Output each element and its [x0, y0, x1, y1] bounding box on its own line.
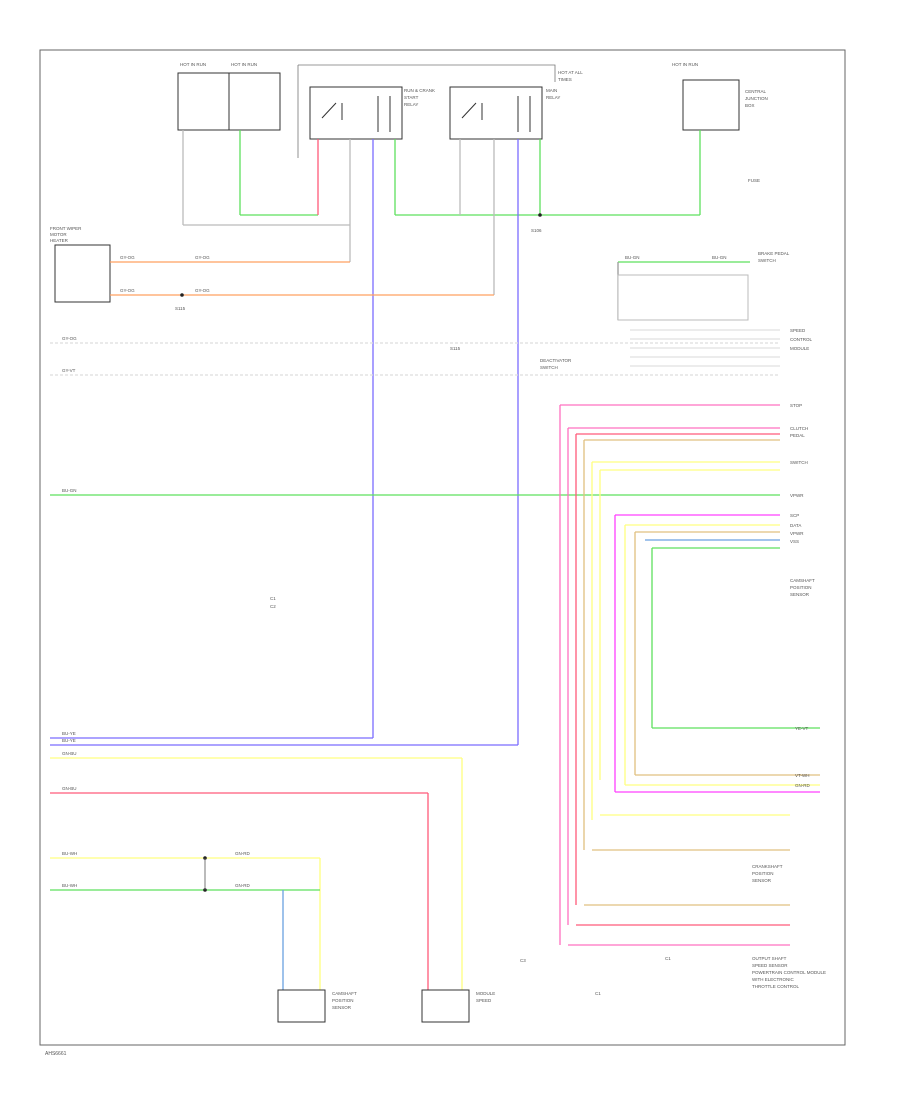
- label: GN-BU: [62, 786, 77, 791]
- label: C1: [595, 991, 601, 996]
- central-junction-box: [682, 79, 740, 131]
- label: SPEED: [476, 998, 492, 1003]
- label: POSITION: [752, 871, 774, 876]
- label: POWERTRAIN CONTROL MODULE: [752, 970, 826, 975]
- label: MAIN: [546, 88, 557, 93]
- label: C2: [270, 604, 276, 609]
- label: HOT IN RUN: [180, 62, 206, 67]
- label: S115: [450, 346, 461, 351]
- label: VPWR: [790, 493, 804, 498]
- crankshaft-sensor-box: [277, 989, 326, 1023]
- label: YE-VT: [795, 726, 809, 731]
- label: GY-OG: [120, 288, 135, 293]
- label: MODULE: [476, 991, 495, 996]
- label: SWITCH: [758, 258, 776, 263]
- label: VT-WH: [795, 773, 810, 778]
- label: PEDAL: [790, 433, 805, 438]
- label: HOT AT ALL: [558, 70, 583, 75]
- enclosure-outline: [297, 64, 556, 158]
- label: POSITION: [790, 585, 812, 590]
- camshaft-sensor-box: [421, 989, 470, 1023]
- label: SWITCH: [540, 365, 558, 370]
- label: BOX: [745, 103, 755, 108]
- label: S106: [531, 228, 542, 233]
- label: POSITION: [332, 998, 354, 1003]
- label: CENTRAL: [745, 89, 767, 94]
- label: C1: [270, 596, 276, 601]
- label: BU-GN: [625, 255, 640, 260]
- label: SPEED: [790, 328, 806, 333]
- splice-dot: [180, 293, 184, 297]
- label: GY-OG: [195, 288, 210, 293]
- label: BRAKE PEDAL: [758, 251, 790, 256]
- label: GN-RD: [235, 851, 250, 856]
- label: GY-OG: [62, 336, 77, 341]
- label: BU-WH: [62, 883, 77, 888]
- label: GN-RD: [795, 783, 810, 788]
- label: SCP: [790, 513, 799, 518]
- footer-ref: AHS6661: [45, 1051, 67, 1057]
- label: SENSOR: [790, 592, 810, 597]
- label: SPEED SENSOR: [752, 963, 788, 968]
- label: BU-YE: [62, 738, 76, 743]
- brake-pedal-switch-box: [617, 274, 749, 321]
- label: C3: [520, 958, 526, 963]
- label: CAMSHAFT: [332, 991, 357, 996]
- label: HOT IN RUN: [231, 62, 257, 67]
- label: WITH ELECTRONIC: [752, 977, 795, 982]
- label: RELAY: [546, 95, 560, 100]
- splice-dot: [538, 213, 542, 217]
- label: GY-OG: [120, 255, 135, 260]
- label: BU-GN: [62, 488, 77, 493]
- label: SWITCH: [790, 460, 808, 465]
- label: HOT IN RUN: [672, 62, 698, 67]
- label: MOTOR: [50, 232, 67, 237]
- label: GY-OG: [195, 255, 210, 260]
- label: HEATER: [50, 238, 69, 243]
- label: THROTTLE CONTROL: [752, 984, 799, 989]
- label: C1: [665, 956, 671, 961]
- relay-contact-2: [461, 96, 531, 132]
- label: DATA: [790, 523, 801, 528]
- label: OUTPUT SHAFT: [752, 956, 787, 961]
- label: VSS: [790, 539, 799, 544]
- relay-box-2: [449, 86, 543, 140]
- label: BU-WH: [62, 851, 77, 856]
- relay-contact-1: [321, 96, 391, 132]
- label: TIMES: [558, 77, 572, 82]
- label: GN-BU: [62, 751, 77, 756]
- label: VPWR: [790, 531, 804, 536]
- label: FRONT WIPER: [50, 226, 82, 231]
- label: CLUTCH: [790, 426, 808, 431]
- label: RELAY: [404, 102, 418, 107]
- label: CAMSHAFT: [790, 578, 815, 583]
- relay-box-1: [309, 86, 403, 140]
- front-wiper-relay-box: [54, 244, 111, 303]
- label: CRANKSHAFT: [752, 864, 783, 869]
- label: DEACTIVATOR: [540, 358, 572, 363]
- label: START: [404, 95, 419, 100]
- label: BU-YE: [62, 731, 76, 736]
- label: RUN & CRANK: [404, 88, 435, 93]
- label: GY-VT: [62, 368, 76, 373]
- label: STOP: [790, 403, 802, 408]
- label: SENSOR: [752, 878, 772, 883]
- label: S115: [175, 306, 186, 311]
- label: FUSE: [748, 178, 760, 183]
- label: CONTROL: [790, 337, 812, 342]
- label: SENSOR: [332, 1005, 352, 1010]
- connector-table-top: [630, 329, 780, 367]
- label: BU-GN: [712, 255, 727, 260]
- label: GN-RD: [235, 883, 250, 888]
- diagram-frame: [39, 49, 846, 1046]
- label: MODULE: [790, 346, 809, 351]
- label: JUNCTION: [745, 96, 768, 101]
